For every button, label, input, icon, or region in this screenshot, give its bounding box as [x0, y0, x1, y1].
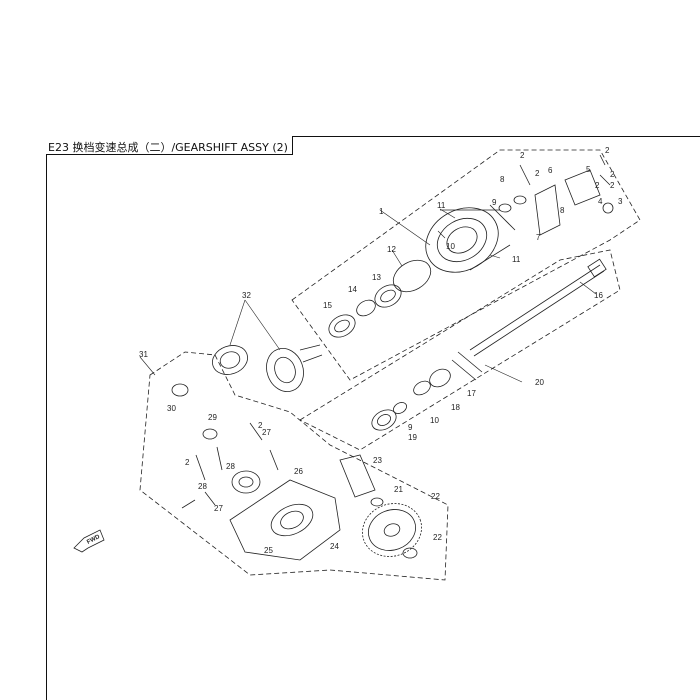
callout-number: 16: [594, 291, 603, 300]
callout-number: 10: [446, 242, 455, 251]
callout-number: 2: [595, 181, 600, 190]
spline-shaft: [451, 351, 483, 381]
group-outline-shaft: [299, 249, 621, 451]
callout-number: 28: [198, 482, 207, 491]
bearing-29: [231, 470, 261, 494]
callout-number: 22: [433, 533, 442, 542]
leader-lines: [139, 208, 597, 383]
shift-linkage: [498, 154, 614, 236]
callout-number: 2: [185, 458, 190, 467]
callout-number: 14: [348, 285, 357, 294]
callout-number: 11: [512, 255, 521, 264]
fwd-arrow-icon: [73, 529, 105, 553]
callout-number: 28: [226, 462, 235, 471]
page-title: E23 换档变速总成（二）/GEARSHIFT ASSY (2): [48, 141, 288, 154]
main-shaft: [469, 258, 607, 357]
bearing-housing: [425, 204, 516, 273]
callout-number: 9: [492, 198, 497, 207]
callout-number: 2: [605, 146, 610, 155]
callout-number: 12: [387, 245, 396, 254]
callout-number: 11: [437, 201, 446, 210]
callout-number: 30: [167, 404, 176, 413]
group-outline-lower: [139, 351, 449, 581]
callout-number: 17: [467, 389, 476, 398]
callout-number: 32: [242, 291, 251, 300]
callout-number: 13: [372, 273, 381, 282]
callout-number: 31: [139, 350, 148, 359]
callout-number: 4: [598, 197, 603, 206]
shaft-bearings: [371, 368, 451, 431]
bearing-16: [328, 314, 356, 338]
bolts-lower: [181, 422, 279, 509]
gear-cover: [229, 479, 341, 561]
bevel-gear-pinion: [266, 344, 323, 392]
callout-number: 19: [408, 433, 417, 442]
callout-number: 2: [610, 170, 615, 179]
callout-number: 15: [323, 301, 332, 310]
circlip-15: [356, 299, 376, 317]
bearing-14: [374, 284, 402, 308]
callout-number: 7: [536, 233, 541, 242]
callout-number: 21: [394, 485, 403, 494]
drawing-frame: [46, 136, 700, 700]
callout-number: 3: [618, 197, 623, 206]
callout-number: 8: [560, 206, 565, 215]
callout-number: 22: [431, 492, 440, 501]
circlip-22: [402, 547, 418, 559]
title-box: E23 换档变速总成（二）/GEARSHIFT ASSY (2): [46, 136, 293, 155]
callout-number: 24: [330, 542, 339, 551]
callout-number: 29: [208, 413, 217, 422]
driven-gear: [362, 503, 422, 557]
callout-number: 27: [262, 428, 271, 437]
callout-number: 9: [408, 423, 413, 432]
callout-number: 8: [500, 175, 505, 184]
callout-number: 10: [430, 416, 439, 425]
callout-number: 23: [373, 456, 382, 465]
callout-number: 2: [520, 151, 525, 160]
callout-number: 20: [535, 378, 544, 387]
output-shaft: [339, 454, 384, 507]
callout-number: 2: [535, 169, 540, 178]
o-ring: [392, 259, 432, 293]
washer-30: [202, 428, 218, 440]
callout-number: 26: [294, 467, 303, 476]
group-outline-upper: [291, 149, 641, 381]
callout-number: 6: [548, 166, 553, 175]
callout-number: 5: [586, 165, 591, 174]
callout-number: 2: [258, 421, 263, 430]
callout-number: 2: [610, 181, 615, 190]
callout-number: 1: [379, 207, 384, 216]
callout-number: 18: [451, 403, 460, 412]
callout-number: 27: [214, 504, 223, 513]
bevel-gear-small: [212, 345, 248, 375]
callout-number: 25: [264, 546, 273, 555]
plug-31: [171, 383, 189, 397]
